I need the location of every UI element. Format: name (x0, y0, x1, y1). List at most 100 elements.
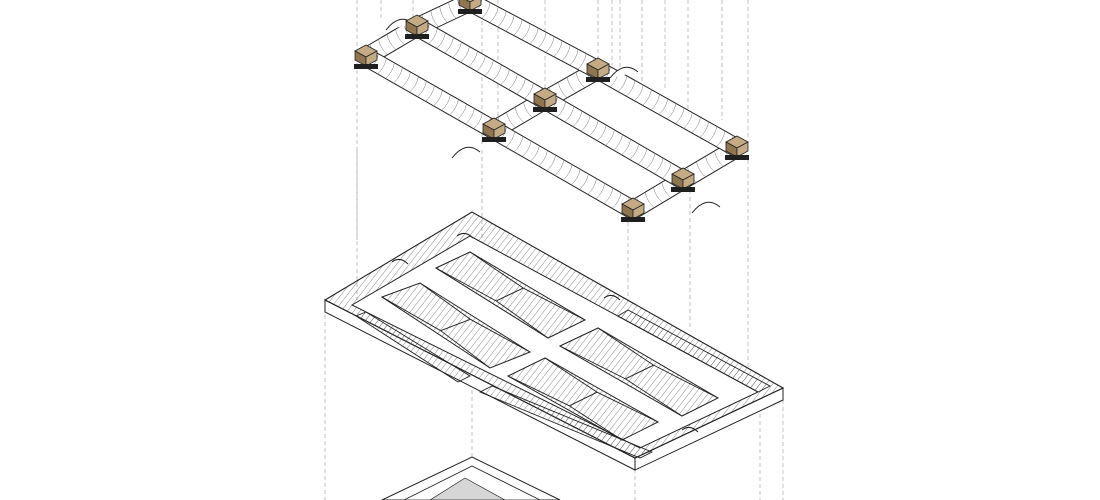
pipe-rib (642, 89, 652, 106)
pipe-rib (529, 28, 539, 45)
hipped-roof-panel (380, 282, 532, 369)
pipe-rib (500, 69, 510, 86)
base-slab-layer (381, 456, 561, 500)
timber-connector (405, 14, 429, 39)
pipe-rib (705, 156, 715, 172)
connector-right (544, 93, 557, 110)
panel-hip (597, 327, 654, 366)
timber-connector (671, 167, 695, 192)
panel-hip (435, 267, 497, 302)
pipe-rib (546, 155, 556, 171)
pipe-rib (417, 81, 427, 97)
pipe-rib (377, 58, 387, 75)
edge-strip (355, 311, 471, 383)
pipe-rib (481, 2, 491, 19)
pipe-rib (564, 106, 575, 123)
connector-plate (725, 155, 749, 160)
vault-arch-end (609, 66, 639, 79)
pipe-rib (595, 183, 606, 200)
pipe-rib (530, 145, 540, 162)
alignment-guide-lines (324, 0, 784, 500)
pipe-rib (508, 73, 518, 90)
pipe-rib (497, 11, 507, 28)
connector-plate (458, 9, 482, 14)
timber-connector (458, 0, 482, 14)
edge-strip (478, 385, 654, 459)
panel-ridge (569, 391, 598, 407)
panel-hip (559, 345, 626, 380)
pipe-rib (522, 140, 532, 157)
panel-hip (569, 405, 623, 441)
pipe-rib (430, 10, 439, 27)
panel-hip (381, 296, 441, 332)
hipped-roof-panel (506, 357, 660, 441)
panel-hip (653, 364, 719, 399)
pipe-rib (662, 162, 672, 179)
pipe-rib (611, 192, 622, 209)
pipe-rib (626, 80, 636, 97)
pipe-rib (538, 150, 548, 167)
pipe-rib (439, 6, 448, 23)
pipe-rib (561, 45, 571, 62)
panel-hip (544, 357, 598, 393)
panel-hip (470, 318, 531, 353)
pipe-rib (650, 94, 660, 111)
pipe-rib (492, 64, 502, 81)
timber-connector (482, 117, 506, 142)
pipe-rib (545, 36, 555, 53)
edge-strip (617, 309, 771, 393)
pipe-rib (629, 143, 640, 160)
vault-pipe (592, 61, 743, 157)
pipe-rib (378, 39, 388, 55)
base-recess (429, 477, 506, 500)
connector-right (597, 63, 610, 80)
connector-plate (621, 217, 645, 222)
pipe-rib (385, 62, 395, 79)
pipe-rib (516, 78, 526, 95)
roof-notch (456, 232, 474, 239)
pipe-rib (433, 90, 443, 107)
connector-plate (586, 77, 610, 82)
pipe-rib (393, 67, 403, 84)
pipe-rib (484, 60, 494, 77)
connector-right (632, 203, 645, 220)
pipe-rib (514, 107, 525, 123)
pipe-rib (577, 53, 587, 70)
pipe-rib (571, 169, 581, 186)
pipe-rib (621, 139, 631, 156)
vault-arch-end (691, 201, 721, 214)
vault-arch-end (451, 146, 481, 159)
connector-plate (354, 64, 378, 69)
panel-hip (469, 251, 524, 289)
pipe-rib (575, 72, 585, 89)
pipe-rib (409, 76, 419, 93)
pipe-rib (707, 126, 718, 143)
connector-plate (671, 187, 695, 192)
roof-notch (681, 426, 699, 433)
pipe-rib (425, 85, 435, 102)
pipe-rib (579, 173, 589, 190)
pipe-rib (523, 102, 533, 118)
pipe-rib (441, 94, 451, 111)
pipe-rib (476, 55, 486, 72)
pipe-rib (617, 75, 628, 92)
pipe-rib (569, 49, 579, 66)
pipe-rib (444, 37, 454, 54)
pipe-rib (572, 110, 583, 127)
pipe-rib (395, 29, 405, 45)
pipe-rib (465, 108, 475, 125)
panel-hip (507, 375, 570, 407)
pipe-rib (489, 6, 499, 23)
connector-plate (482, 137, 506, 142)
pipe-rib (468, 51, 478, 67)
pipe-rib (653, 187, 663, 203)
pipe-rib (386, 34, 397, 50)
connector-right (469, 0, 482, 12)
panel-hip (625, 378, 683, 417)
vaulted-frame-layer (354, 0, 749, 222)
timber-connector (354, 44, 378, 69)
panel-ridge (625, 364, 654, 380)
pipe-rib (428, 28, 438, 45)
pipe-rib (449, 99, 459, 116)
